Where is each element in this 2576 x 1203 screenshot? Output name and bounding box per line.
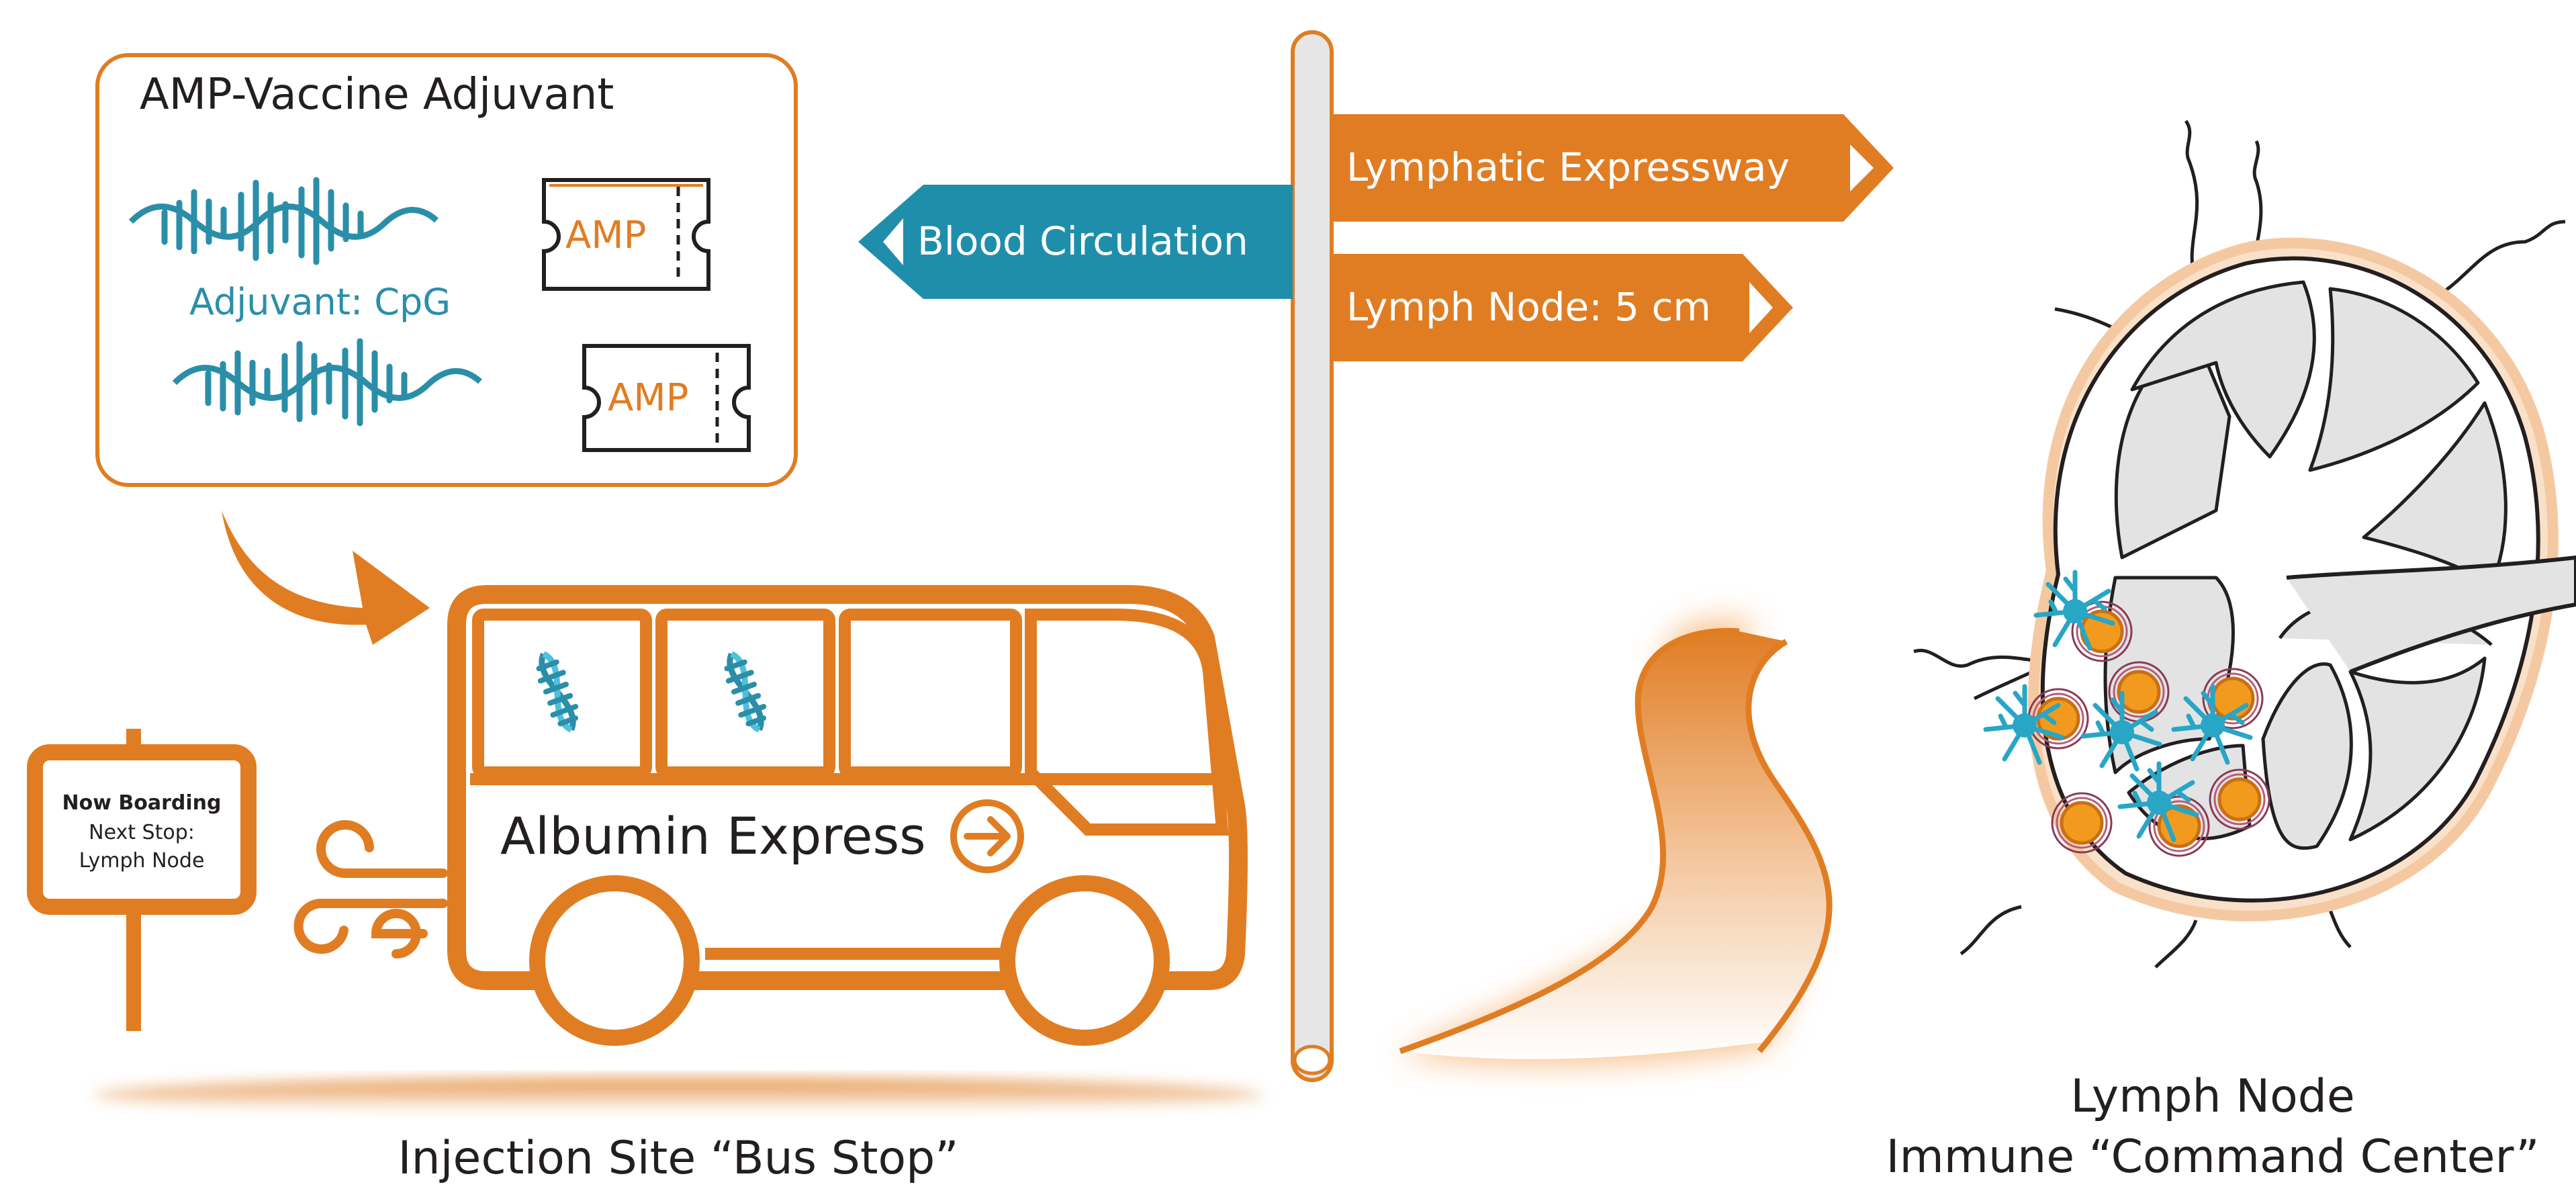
stop-sign-line-3: Lymph Node (79, 849, 205, 873)
adjuvant-panel-title: AMP-Vaccine Adjuvant (140, 70, 614, 120)
sign-blood-circulation (858, 185, 1293, 299)
t-cell-icon (2052, 793, 2111, 852)
adjuvant-panel (95, 53, 798, 487)
sign-lymphatic-expressway (1332, 114, 1894, 222)
caption-injection-site: Injection Site “Bus Stop” (398, 1132, 959, 1185)
albumin-bus (447, 585, 1248, 1046)
wind-icon (293, 820, 448, 959)
stop-sign-line-1: Now Boarding (62, 791, 222, 815)
amp-ticket-1-label: AMP (565, 214, 647, 257)
lymph-node (1913, 120, 2576, 969)
sign-distance (1332, 254, 1793, 361)
stop-sign (27, 729, 257, 1031)
amp-ticket-2-label: AMP (608, 376, 689, 420)
boarding-arrow (222, 510, 430, 645)
caption-lymph-node-line-2: Immune “Command Center” (1886, 1130, 2540, 1184)
sign-blood-circulation-label: Blood Circulation (917, 218, 1248, 264)
sign-post (1291, 30, 1334, 1082)
amp-ticket-1 (542, 178, 710, 291)
caption-lymph-node-line-1: Lymph Node (2070, 1070, 2355, 1123)
adjuvant-label: Adjuvant: CpG (189, 281, 451, 323)
lymphatic-road (1397, 619, 1833, 1065)
stop-sign-line-2: Next Stop: (89, 821, 195, 844)
sign-distance-label: Lymph Node: 5 cm (1346, 284, 1711, 330)
t-cell-icon (2210, 770, 2269, 829)
amp-ticket-2 (582, 344, 751, 452)
bus-name: Albumin Express (500, 806, 926, 866)
sign-lymphatic-expressway-label: Lymphatic Expressway (1346, 144, 1790, 190)
arrow-right-icon (950, 799, 1024, 873)
bus-stop-ground (94, 1077, 1262, 1112)
front-wheel (529, 875, 700, 1046)
rear-wheel (999, 875, 1170, 1046)
t-cell-icon (2109, 662, 2168, 721)
